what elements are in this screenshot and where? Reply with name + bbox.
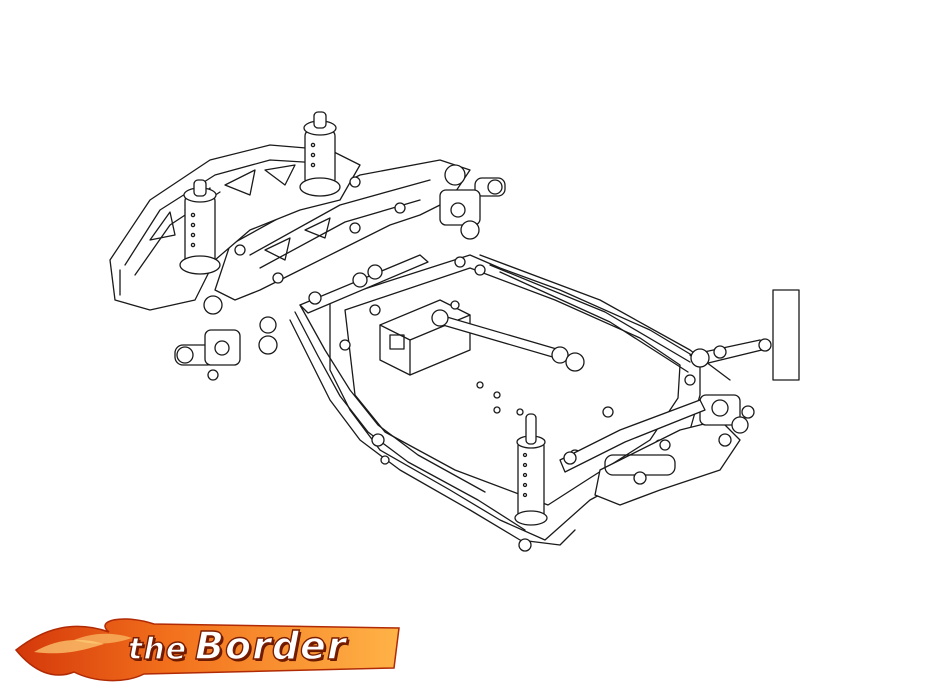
front-bumper xyxy=(109,144,361,311)
body-post-front-right xyxy=(299,111,341,197)
chassis-side-rail-right xyxy=(479,254,731,381)
brand-logo-flame xyxy=(14,618,400,682)
body-post-rear-left xyxy=(514,413,548,552)
body-post-rear-right xyxy=(772,289,800,381)
rear-crossmember xyxy=(559,399,706,473)
logo-brand: Border xyxy=(194,623,347,668)
front-hub-right xyxy=(439,164,506,240)
chassis-side-rail-left xyxy=(289,319,576,546)
logo-prefix: the xyxy=(127,631,188,667)
chassis-inner-plate xyxy=(344,267,681,506)
rear-bulkhead xyxy=(594,419,741,506)
body-post-front-left xyxy=(179,179,221,275)
front-hub-left xyxy=(174,295,278,381)
front-bulkhead xyxy=(214,159,471,301)
chassis-main-plate xyxy=(329,254,701,541)
rear-hub xyxy=(699,394,755,447)
